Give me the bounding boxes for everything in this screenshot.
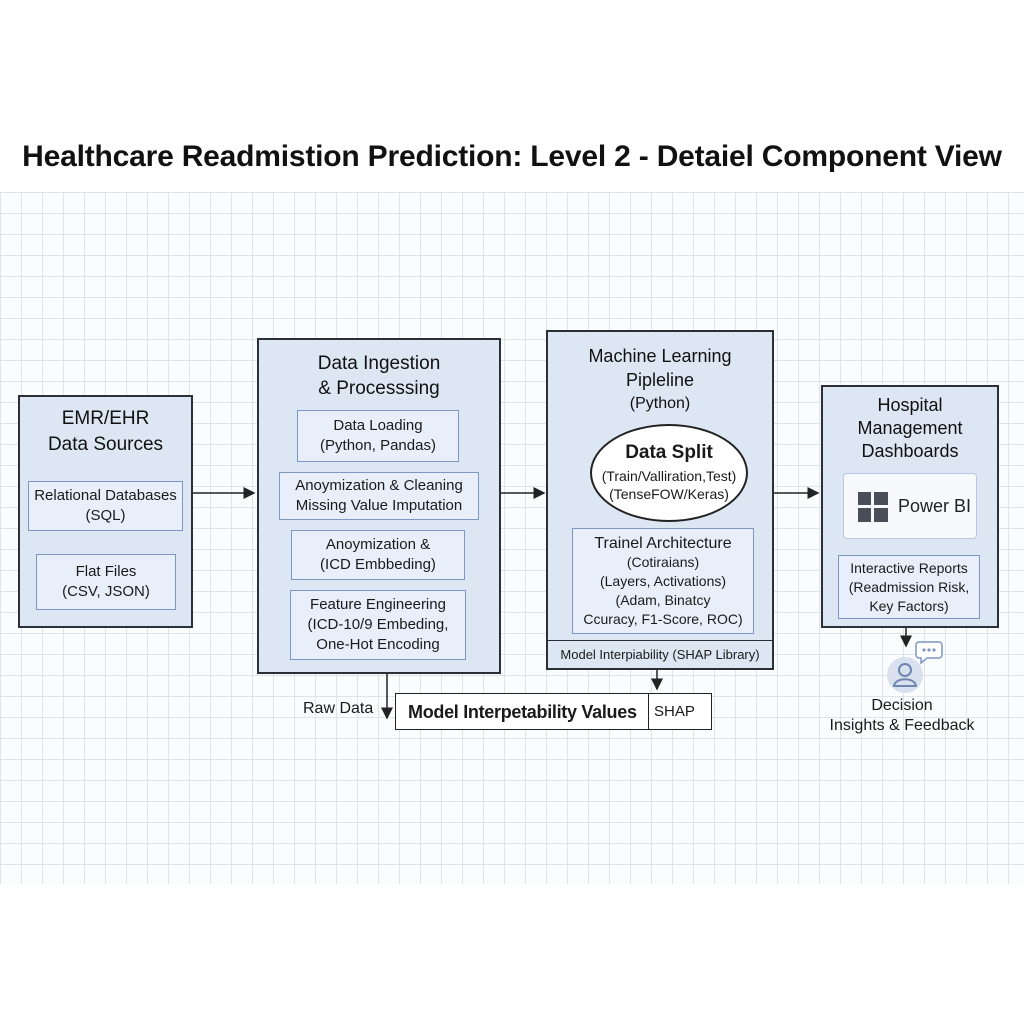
values-divider	[648, 694, 649, 729]
speech-bubble-icon	[915, 641, 943, 665]
data-split-framework: (TenseFOW/Keras)	[609, 486, 729, 502]
icd-10-embedding-label: (ICD-10/9 Embeding,	[307, 616, 449, 633]
panel-dashboards-title-1: Hospital	[877, 395, 943, 415]
ml-footer-label: Model Interpiability (SHAP Library)	[560, 647, 760, 662]
architecture-layers: (Layers, Activations)	[599, 572, 727, 589]
relational-databases-label: Relational Databases	[34, 487, 177, 504]
ml-footer-shap: Model Interpiability (SHAP Library)	[548, 640, 772, 669]
panel-dashboards-title-3: Dashboards	[861, 441, 959, 461]
architecture-constraints: (Cotiraians)	[626, 553, 700, 570]
imputation-label: Missing Value Imputation	[295, 497, 463, 514]
relational-databases-box: Relational Databases (SQL)	[28, 481, 183, 531]
panel-dashboards: Hospital Management Dashboards Power BI …	[821, 385, 999, 628]
interactive-reports-label: Interactive Reports	[850, 559, 968, 576]
power-bi-card: Power BI	[843, 473, 977, 539]
readmission-risk-label: (Readmission Risk,	[848, 578, 970, 595]
windows-logo-icon	[858, 492, 888, 522]
architecture-optimizer: (Adam, Binatcy	[615, 591, 711, 608]
relational-databases-sql: (SQL)	[85, 507, 126, 524]
data-loading-tools: (Python, Pandas)	[320, 437, 436, 454]
anonymization-label: Anoymization &	[325, 536, 431, 553]
decision-label: Decision	[871, 697, 933, 714]
data-split-sets: (Train/Vallіration,Test)	[601, 468, 737, 484]
key-factors-label: Key Factors)	[869, 597, 949, 614]
data-loading-box: Data Loading (Python, Pandas)	[297, 410, 459, 462]
flat-files-formats: (CSV, JSON)	[62, 583, 150, 600]
feature-engineering-box: Feature Engineering (ICD-10/9 Embeding, …	[290, 590, 466, 660]
power-bi-label: Power BI	[898, 496, 972, 516]
cleaning-label: Anoymization & Cleaning	[295, 477, 463, 494]
feature-engineering-label: Feature Engineering	[310, 596, 446, 613]
panel-ml-title-1: Machine Learning	[588, 346, 732, 366]
data-loading-label: Data Loading	[333, 417, 423, 434]
values-label: Model Interpetability Values	[408, 702, 637, 722]
panel-ml-title-2: Pipleline	[625, 370, 695, 390]
panel-ingestion-title-1: Data Ingestion	[317, 353, 441, 374]
data-split-ellipse: Data Split (Train/Vallіration,Test) (Ten…	[590, 424, 748, 522]
training-architecture-box: Trainel Architecture (Cotiraians) (Layer…	[572, 528, 754, 634]
one-hot-encoding-label: One-Hot Encoding	[316, 636, 440, 653]
flat-files-label: Flat Files	[75, 563, 137, 580]
panel-ml-pipeline: Machine Learning Pipleline (Python) Data…	[546, 330, 774, 670]
flat-files-box: Flat Files (CSV, JSON)	[36, 554, 176, 610]
shap-label: SHAP	[654, 703, 695, 720]
panel-emr-title-1: EMR/EHR	[61, 408, 150, 429]
insights-feedback-label: Insights & Feedback	[829, 717, 975, 734]
diagram-title: Healthcare Readmistion Prediction: Level…	[22, 140, 1002, 173]
panel-emr-title-2: Data Sources	[47, 434, 164, 455]
panel-dashboards-title-2: Management	[857, 418, 963, 438]
interactive-reports-box: Interactive Reports (Readmission Risk, K…	[838, 555, 980, 619]
panel-ml-title-3: (Python)	[629, 395, 691, 412]
icd-embedding-label: (ICD Embbeding)	[320, 556, 436, 573]
architecture-metrics: Ccuracy, F1-Score, ROC)	[583, 610, 743, 627]
cleaning-box: Anoymization & Cleaning Missing Value Im…	[279, 472, 479, 520]
raw-data-label: Raw Data	[303, 700, 374, 717]
model-interpretability-values-box: Model Interpetability Values SHAP	[395, 693, 712, 730]
architecture-title: Trainel Architecture	[594, 534, 732, 552]
panel-data-ingestion: Data Ingestion & Processsing Data Loadin…	[257, 338, 501, 674]
panel-ingestion-title-2: & Processsing	[318, 378, 440, 399]
user-icon	[887, 657, 923, 693]
data-split-title: Data Split	[625, 442, 713, 463]
anonymization-box: Anoymization & (ICD Embbeding)	[291, 530, 465, 580]
panel-emr-data-sources: EMR/EHR Data Sources Relational Database…	[18, 395, 193, 628]
